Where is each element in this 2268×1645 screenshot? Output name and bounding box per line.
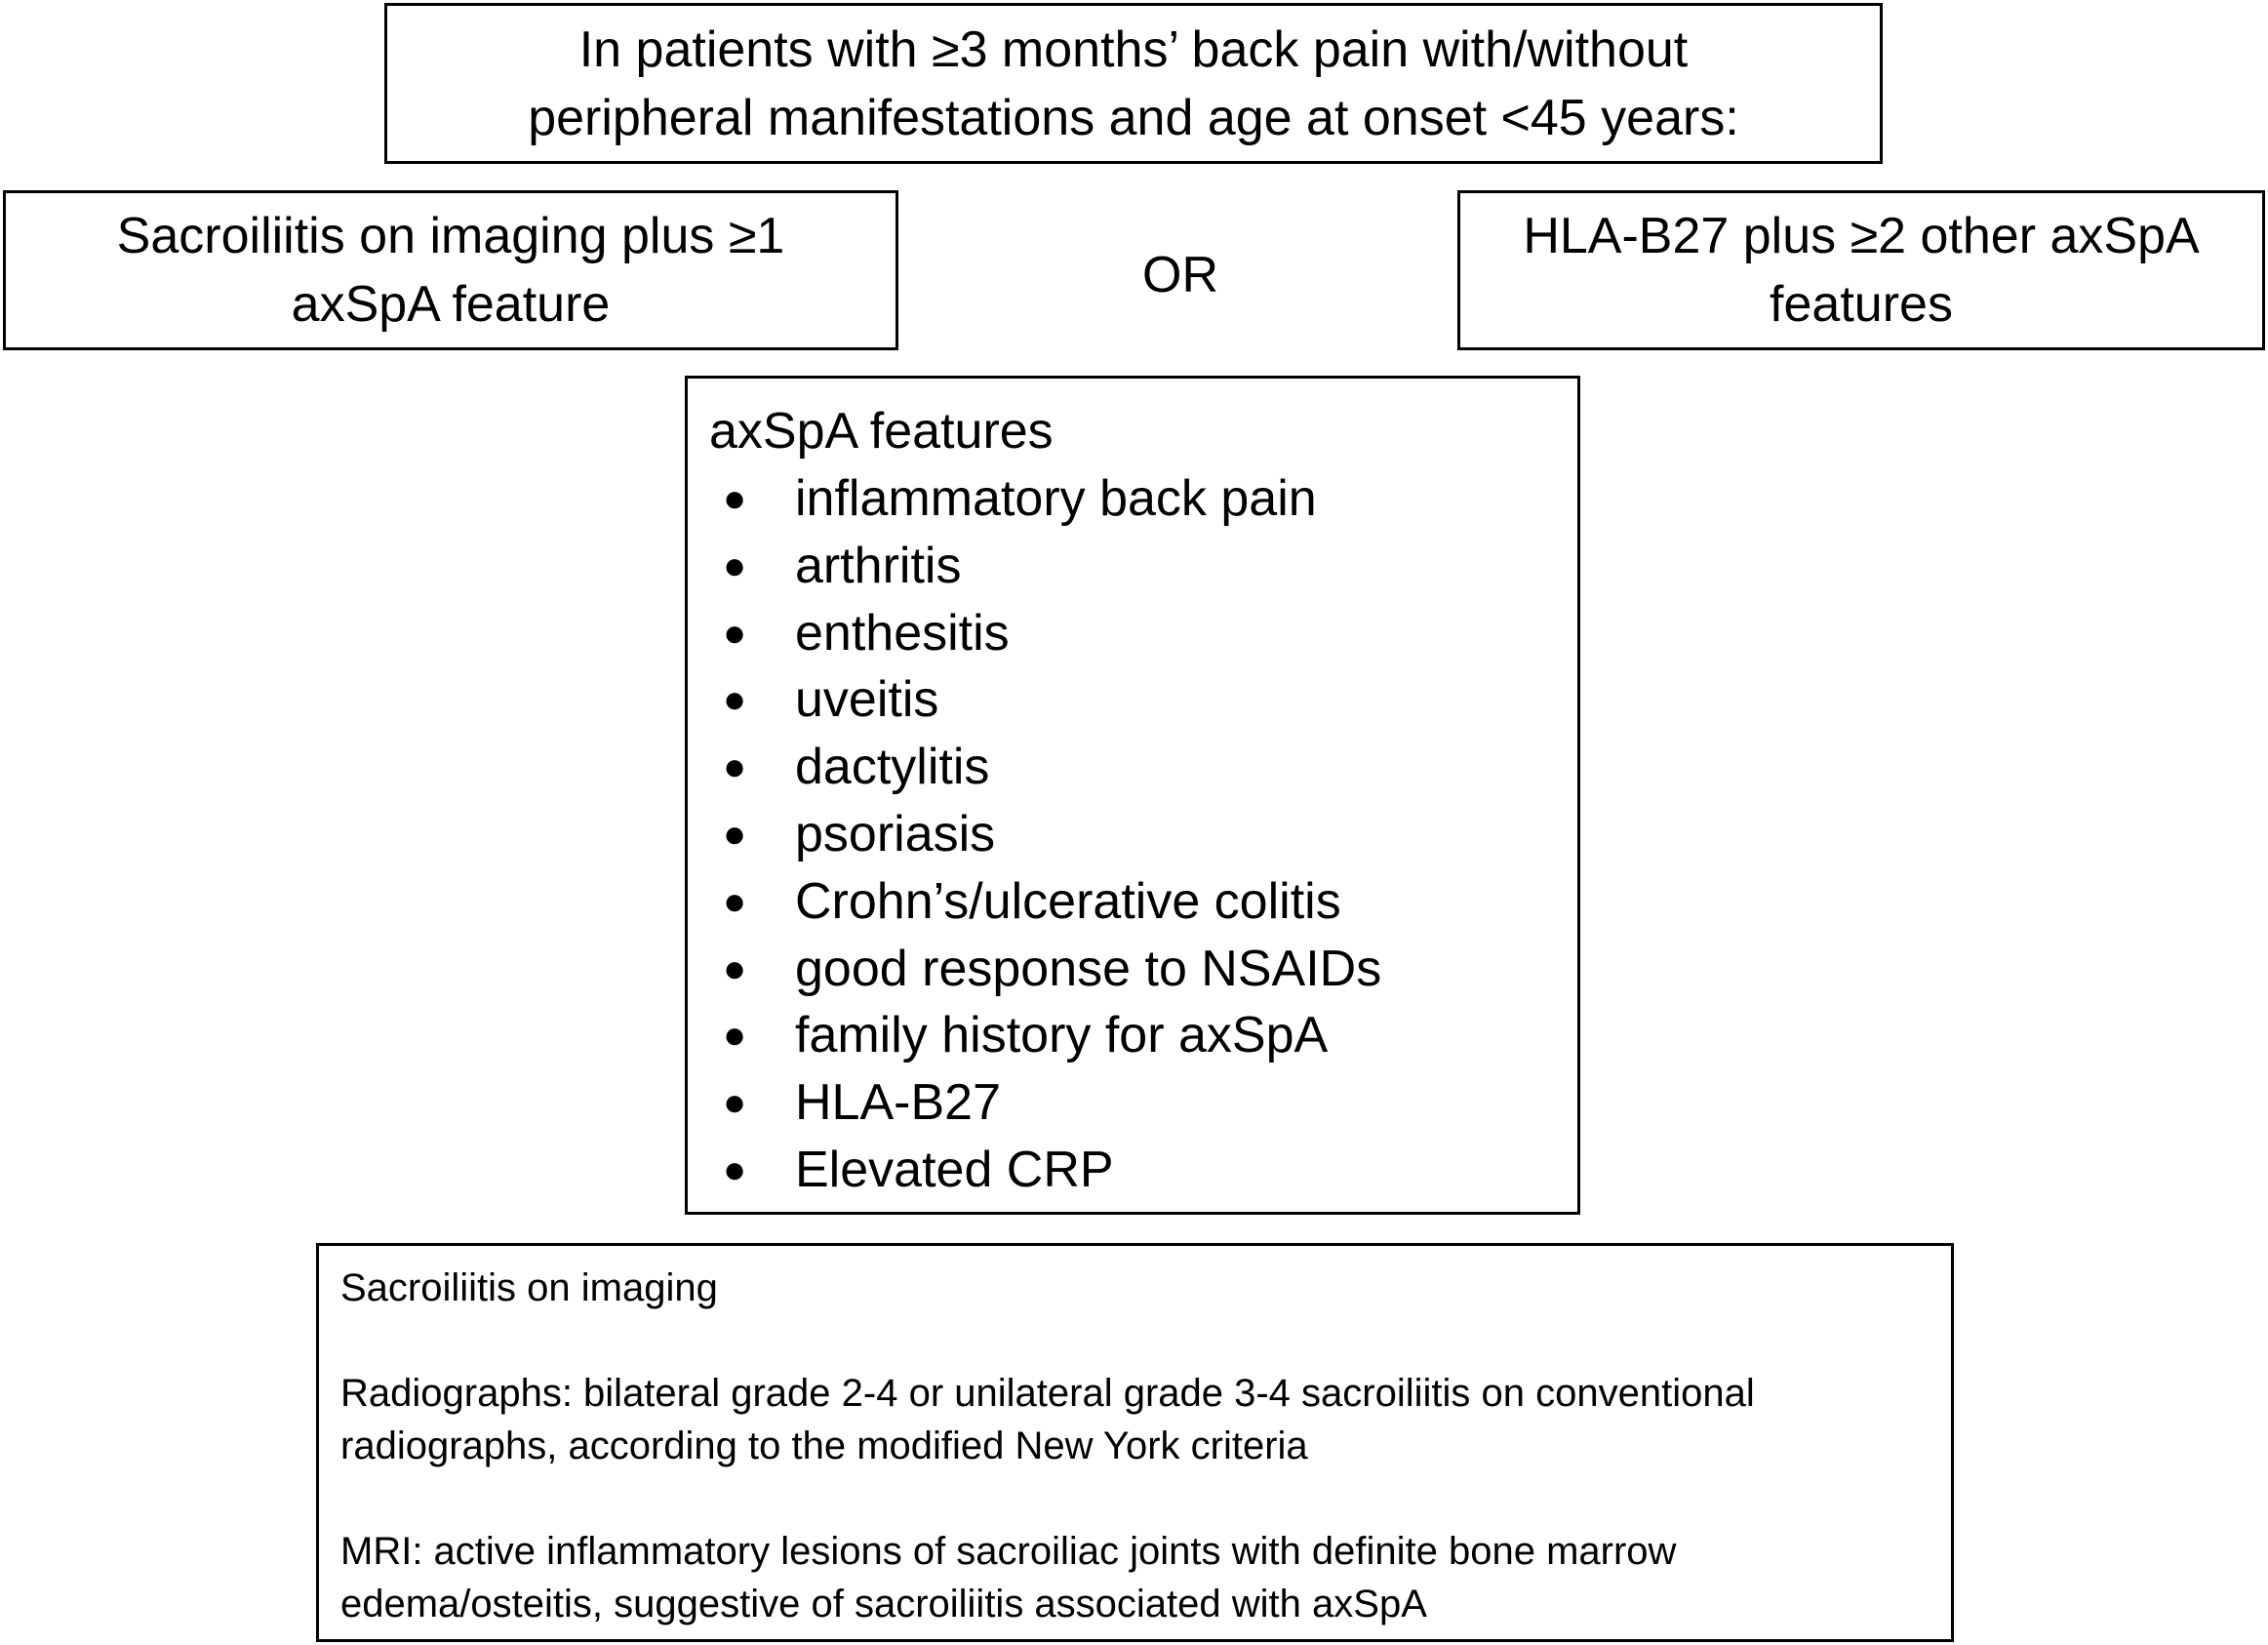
feature-item: ● uveitis xyxy=(709,666,1577,734)
feature-item-label: arthritis xyxy=(795,537,962,594)
bullet-icon: ● xyxy=(723,946,747,990)
radiographs-criteria-line-2: radiographs, according to the modified N… xyxy=(340,1424,1308,1467)
feature-item-label: family history for axSpA xyxy=(795,1007,1329,1064)
axspa-features-list: ● inflammatory back pain ● arthritis ● enth… xyxy=(709,465,1577,1204)
clinical-arm-line-1: HLA-B27 plus ≥2 other axSpA xyxy=(1523,208,2200,264)
feature-item-label: enthesitis xyxy=(795,604,1010,662)
patient-criteria-line-1: In patients with ≥3 months’ back pain wi… xyxy=(578,20,1689,78)
bullet-icon: ● xyxy=(723,477,747,520)
feature-item-label: HLA-B27 xyxy=(795,1074,1001,1132)
feature-item: ● HLA-B27 xyxy=(709,1069,1577,1137)
imaging-arm-box: Sacroiliitis on imaging plus ≥1 axSpA fe… xyxy=(3,190,898,350)
bullet-icon: ● xyxy=(723,745,747,789)
feature-item-label: Crohn’s/ulcerative colitis xyxy=(795,872,1341,930)
bullet-icon: ● xyxy=(723,611,747,655)
bullet-icon: ● xyxy=(723,879,747,923)
imaging-definition-title: Sacroiliitis on imaging xyxy=(340,1266,718,1309)
bullet-icon: ● xyxy=(723,1147,747,1191)
bullet-icon: ● xyxy=(723,1081,747,1125)
feature-item: ● good response to NSAIDs xyxy=(709,936,1577,1003)
patient-criteria-line-2: peripheral manifestations and age at ons… xyxy=(528,89,1739,146)
feature-item: ● dactylitis xyxy=(709,734,1577,801)
bullet-icon: ● xyxy=(723,812,747,856)
clinical-arm-line-2: features xyxy=(1770,276,1953,333)
axspa-features-box: axSpA features ● inflammatory back pain ●… xyxy=(685,376,1580,1215)
feature-item: ● enthesitis xyxy=(709,600,1577,667)
feature-item: ● arthritis xyxy=(709,533,1577,600)
bullet-icon: ● xyxy=(723,678,747,722)
patient-criteria-box: In patients with ≥3 months’ back pain wi… xyxy=(384,3,1883,164)
feature-item: ● Elevated CRP xyxy=(709,1137,1577,1204)
imaging-arm-line-1: Sacroiliitis on imaging plus ≥1 xyxy=(116,208,785,264)
feature-item: ● family history for axSpA xyxy=(709,1002,1577,1069)
feature-item: ● Crohn’s/ulcerative colitis xyxy=(709,868,1577,936)
feature-item-label: good response to NSAIDs xyxy=(795,940,1382,997)
feature-item: ● psoriasis xyxy=(709,801,1577,868)
clinical-arm-box: HLA-B27 plus ≥2 other axSpA features xyxy=(1457,190,2265,350)
feature-item-label: psoriasis xyxy=(795,805,996,863)
or-connector-label: OR xyxy=(1142,247,1218,303)
bullet-icon: ● xyxy=(723,1014,747,1058)
feature-item-label: uveitis xyxy=(795,671,939,729)
imaging-definition-box: Sacroiliitis on imaging Radiographs: bil… xyxy=(316,1243,1954,1642)
bullet-icon: ● xyxy=(723,543,747,587)
imaging-arm-line-2: axSpA feature xyxy=(291,276,611,333)
feature-item-label: inflammatory back pain xyxy=(795,470,1317,527)
axspa-features-title: axSpA features xyxy=(709,403,1054,460)
feature-item-label: Elevated CRP xyxy=(795,1141,1114,1198)
feature-item: ● inflammatory back pain xyxy=(709,465,1577,533)
radiographs-criteria-line-1: Radiographs: bilateral grade 2-4 or unil… xyxy=(340,1372,1755,1415)
mri-criteria-line-2: edema/osteitis, suggestive of sacroiliit… xyxy=(340,1583,1427,1625)
feature-item-label: dactylitis xyxy=(795,739,990,796)
mri-criteria-line-1: MRI: active inflammatory lesions of sacr… xyxy=(340,1530,1677,1573)
